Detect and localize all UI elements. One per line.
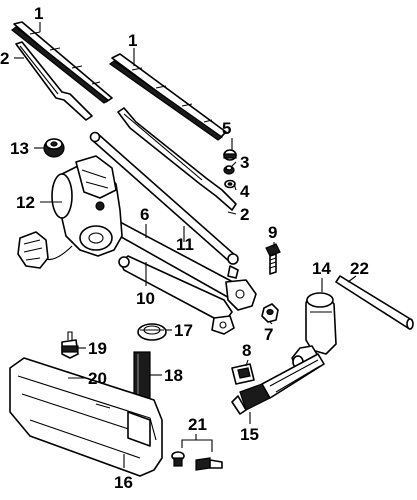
callout-13: 13: [10, 139, 29, 158]
wiper-arm-right: [117, 107, 237, 211]
callout-4: 4: [240, 182, 250, 201]
callout-17: 17: [174, 321, 193, 340]
callout-8: 8: [242, 341, 251, 360]
reservoir-rod: [335, 275, 414, 330]
callout-19: 19: [88, 339, 107, 358]
mounting-bolt: [265, 243, 281, 275]
wiper-blade-right: [108, 53, 227, 141]
pivot-nut: [223, 165, 235, 175]
callout-3: 3: [240, 153, 249, 172]
cowl-panel: [9, 357, 163, 477]
washer-nozzle: [61, 331, 79, 359]
callout-2-left: 2: [0, 49, 9, 68]
linkage-rod-upper: [89, 131, 239, 265]
callout-16: 16: [114, 473, 133, 492]
pivot-washer: [224, 179, 236, 189]
washer-reservoir: [291, 292, 337, 371]
callout-20: 20: [88, 369, 107, 388]
callout-21: 21: [188, 415, 207, 434]
washer-pump: [231, 353, 325, 415]
wiper-transmission-frame: [111, 221, 257, 335]
callout-14: 14: [312, 259, 331, 278]
pivot-cap: [223, 149, 237, 161]
wiper-arm-left: [15, 41, 93, 121]
pump-pad: [231, 363, 255, 385]
callout-11: 11: [176, 235, 194, 254]
callout-12: 12: [16, 193, 35, 212]
callout-5: 5: [222, 119, 231, 138]
wiper-motor: [17, 155, 123, 269]
mounting-nut: [261, 303, 279, 323]
callout-6: 6: [140, 205, 149, 224]
wiper-blade-left: [11, 21, 113, 104]
grommet: [43, 138, 65, 158]
callout-22: 22: [350, 259, 369, 278]
callout-10: 10: [136, 289, 155, 308]
leader-lines: [14, 22, 357, 468]
callout-1-left: 1: [34, 4, 43, 23]
callout-2-right: 2: [240, 205, 249, 224]
callout-15: 15: [240, 425, 259, 444]
callouts: 1 1 2 2 3 4 5 6 7 8 9 10 11 12 13 14 15 …: [0, 4, 369, 492]
reservoir-cap: [137, 323, 167, 341]
callout-1-right: 1: [128, 31, 137, 50]
callout-9: 9: [268, 223, 277, 242]
callout-18: 18: [164, 366, 183, 385]
callout-7: 7: [264, 325, 273, 344]
cowl-screws: [171, 451, 223, 471]
